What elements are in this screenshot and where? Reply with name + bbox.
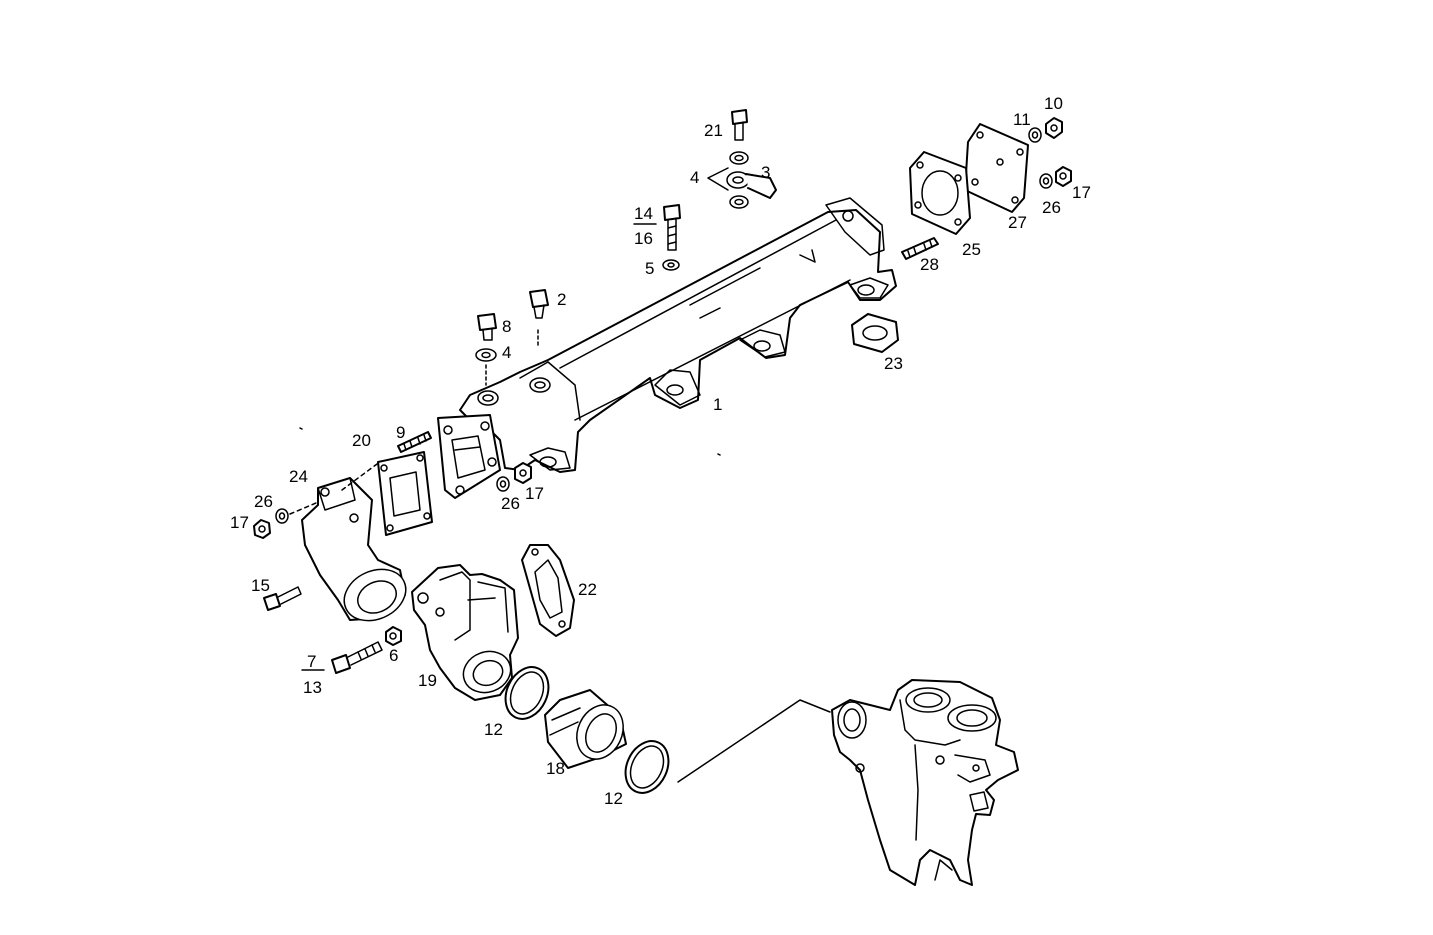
- callout-27: 27: [1008, 213, 1027, 232]
- bolt-7-13: [331, 641, 383, 674]
- callout-2: 2: [557, 290, 566, 309]
- callout-7: 7: [307, 652, 316, 671]
- callout-8: 8: [502, 317, 511, 336]
- callout-1: 1: [713, 395, 722, 414]
- washer-26-right: [1039, 173, 1053, 189]
- callout-12: 12: [604, 789, 623, 808]
- gasket-25: [909, 151, 971, 235]
- stud-9: [397, 431, 432, 453]
- callout-labels: 1 2 3 4 4 5 6 7 13 8 9 10 11 12 12 14 16…: [230, 94, 1091, 808]
- gasket-23: [851, 313, 899, 353]
- callout-3: 3: [761, 163, 770, 182]
- o-ring-12-upper: [504, 666, 550, 720]
- callout-16: 16: [634, 229, 653, 248]
- nut-17-center: [514, 462, 532, 484]
- washer-26-center: [496, 476, 510, 492]
- plug-screw: [529, 289, 549, 346]
- callout-21: 21: [704, 121, 723, 140]
- banjo-fitting-3: [726, 171, 777, 199]
- washers-4-upper: [707, 151, 749, 209]
- bolt-21: [731, 109, 748, 141]
- elbow-pipe-24: [289, 463, 407, 622]
- stud-28: [901, 237, 939, 260]
- washer-5: [662, 259, 680, 271]
- callout-19: 19: [418, 671, 437, 690]
- nut-17-left: [253, 519, 271, 539]
- callout-11: 11: [1013, 110, 1031, 129]
- callout-28: 28: [920, 255, 939, 274]
- nut-17-right: [1055, 166, 1072, 187]
- callout-25: 25: [962, 240, 981, 259]
- nut-10: [1045, 117, 1063, 139]
- callout-4: 4: [690, 168, 699, 187]
- callout-12: 12: [484, 720, 503, 739]
- gasket-20: [377, 451, 433, 536]
- thermostat-housing-19: [411, 564, 519, 701]
- cover-plate-27: [964, 123, 1029, 213]
- o-ring-12-lower: [624, 740, 670, 794]
- gasket-22: [521, 544, 575, 637]
- callout-17: 17: [230, 513, 249, 532]
- callout-5: 5: [645, 259, 654, 278]
- nut-6: [385, 626, 402, 646]
- callout-20: 20: [352, 431, 371, 450]
- engine-block-outline: [831, 679, 1019, 886]
- callout-6: 6: [389, 646, 398, 665]
- sleeve-18: [544, 689, 627, 769]
- bolt-8: [477, 313, 497, 341]
- callout-18: 18: [546, 759, 565, 778]
- callout-24: 24: [289, 467, 308, 486]
- washer-11: [1028, 127, 1042, 143]
- callout-26: 26: [254, 492, 273, 511]
- callout-17: 17: [1072, 183, 1091, 202]
- bolt-14-16: [663, 204, 681, 251]
- callout-26: 26: [1042, 198, 1061, 217]
- callout-13: 13: [303, 678, 322, 697]
- callout-23: 23: [884, 354, 903, 373]
- bolt-15: [263, 586, 302, 611]
- callout-14: 14: [634, 204, 653, 223]
- callout-9: 9: [396, 423, 405, 442]
- callout-26: 26: [501, 494, 520, 513]
- washer-26-left: [275, 508, 289, 524]
- manifold-pipe: [437, 197, 897, 499]
- callout-22: 22: [578, 580, 597, 599]
- leader-lines: [299, 223, 721, 671]
- washer-4-left: [475, 348, 497, 386]
- callout-10: 10: [1044, 94, 1063, 113]
- callout-15: 15: [251, 576, 270, 595]
- callout-17: 17: [525, 484, 544, 503]
- callout-4: 4: [502, 343, 511, 362]
